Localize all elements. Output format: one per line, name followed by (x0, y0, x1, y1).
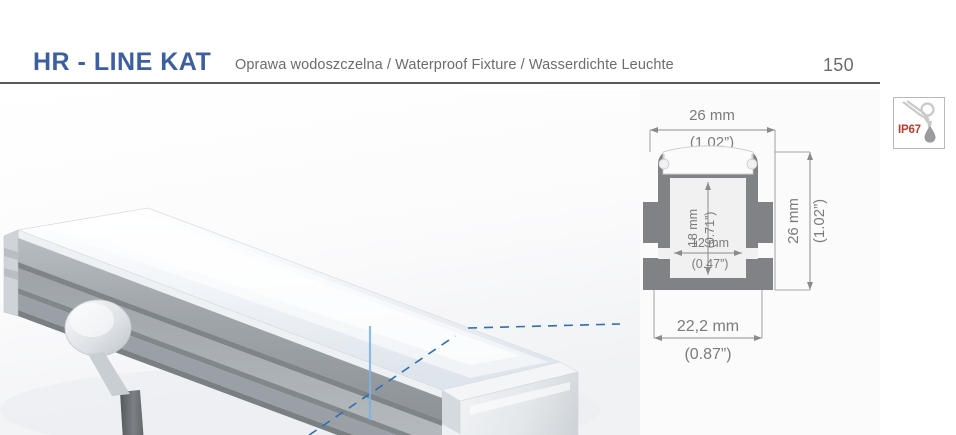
dim-inner-depth-metric: 18 mm (686, 209, 700, 247)
faucet-water-drop-icon (902, 100, 936, 143)
page-header: HR - LINE KAT Oprawa wodoszczelna / Wate… (0, 0, 956, 88)
cut-line-indicator (307, 323, 621, 435)
power-cable (120, 390, 144, 435)
dimension-inner-depth: 18 mm (0.71”) (686, 182, 717, 275)
dim-inner-depth-imperial: (0.71”) (703, 212, 717, 249)
technical-drawing: 26 mm (1.02”) 18 (640, 90, 880, 435)
dimension-overall-height: 26 mm (1.02”) (775, 151, 828, 291)
page-subtitle: Oprawa wodoszczelna / Waterproof Fixture… (235, 57, 674, 73)
ip-rating-badge: IP67 (893, 97, 945, 149)
dim-overall-height-imperial: (1.02”) (811, 199, 828, 243)
dim-overall-width-metric: 26 mm (689, 107, 735, 124)
product-photo (0, 90, 640, 435)
dim-base-width-metric: 22,2 mm (677, 318, 739, 335)
ip-rating-label: IP67 (898, 124, 921, 136)
cut-line-left (307, 335, 456, 435)
dim-overall-height-metric: 26 mm (785, 198, 802, 244)
end-cap (441, 361, 579, 435)
dim-base-width-imperial: (0.87”) (684, 346, 731, 363)
dim-inner-width-metric: 12 mm (691, 236, 729, 250)
cable-gland-and-cable (64, 299, 144, 435)
page-title: HR - LINE KAT (33, 48, 212, 76)
dimension-base-width: 22,2 mm (0.87”) (653, 290, 763, 363)
header-divider (0, 82, 880, 84)
profile-diffuser (662, 145, 754, 175)
page-number: 150 (823, 55, 854, 75)
led-profile-body (3, 207, 562, 435)
dimension-inner-width: 12 mm (0.47”) (674, 236, 742, 271)
dim-inner-width-imperial: (0.47”) (692, 257, 729, 271)
